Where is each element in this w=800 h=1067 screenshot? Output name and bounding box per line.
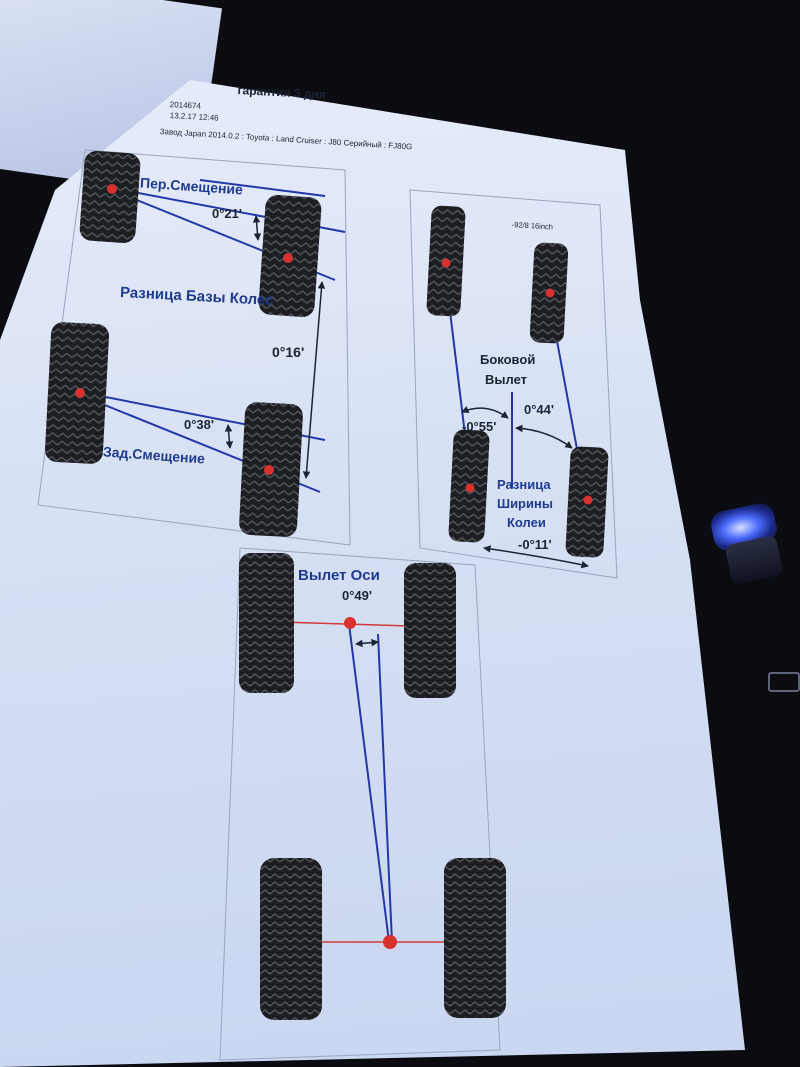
report-id: 2014674 xyxy=(169,100,202,111)
pivot-dot xyxy=(465,483,475,493)
front-offset-value: 0°21' xyxy=(212,206,242,221)
lateral-right-arc xyxy=(515,424,573,449)
lateral-label-line2: Вылет xyxy=(485,372,528,387)
track-diagram xyxy=(426,205,609,569)
pivot-dot xyxy=(264,465,274,475)
usb-plug-icon xyxy=(768,672,800,692)
lateral-right-value: 0°44' xyxy=(524,402,554,417)
tire-icon xyxy=(404,563,456,698)
tire-icon xyxy=(444,858,506,1018)
pivot-dot xyxy=(583,495,593,505)
wheelbase-value: 0°16' xyxy=(272,344,305,360)
track-label-line1: Разница xyxy=(497,477,551,492)
lateral-label-line1: Боковой xyxy=(480,352,536,367)
axle-offset-value: 0°49' xyxy=(342,588,372,603)
pivot-dot xyxy=(383,935,397,949)
front-offset-arrow xyxy=(252,215,262,241)
pivot-dot xyxy=(107,184,117,194)
pivot-dot xyxy=(545,288,555,298)
panel-frame-bottom xyxy=(219,547,501,1061)
rear-offset-value: 0°38' xyxy=(184,417,214,432)
track-label-line2: Ширины xyxy=(497,496,553,511)
pivot-dot xyxy=(344,617,356,629)
wheelbase-arrow xyxy=(302,281,326,479)
pivot-dot xyxy=(441,258,451,268)
lateral-left-value: -0°55' xyxy=(462,419,497,434)
track-value: -0°11' xyxy=(518,537,552,552)
offset-diagram xyxy=(44,150,346,537)
tire-icon xyxy=(79,150,141,244)
tire-icon xyxy=(260,858,322,1020)
pivot-dot xyxy=(283,253,293,263)
pivot-dot xyxy=(75,388,85,398)
axle-offset-label: Вылет Оси xyxy=(298,567,380,584)
rear-offset-arrow xyxy=(224,424,234,449)
lateral-left-arc xyxy=(461,406,509,419)
track-label-line3: Колеи xyxy=(507,515,546,530)
axle-diagram xyxy=(239,553,506,1020)
track-width-arc xyxy=(483,545,589,569)
tire-icon xyxy=(239,553,294,693)
axle-offset-arrow xyxy=(355,638,379,648)
panel-frame-right xyxy=(409,189,618,579)
guide-lines-axle xyxy=(348,623,393,943)
